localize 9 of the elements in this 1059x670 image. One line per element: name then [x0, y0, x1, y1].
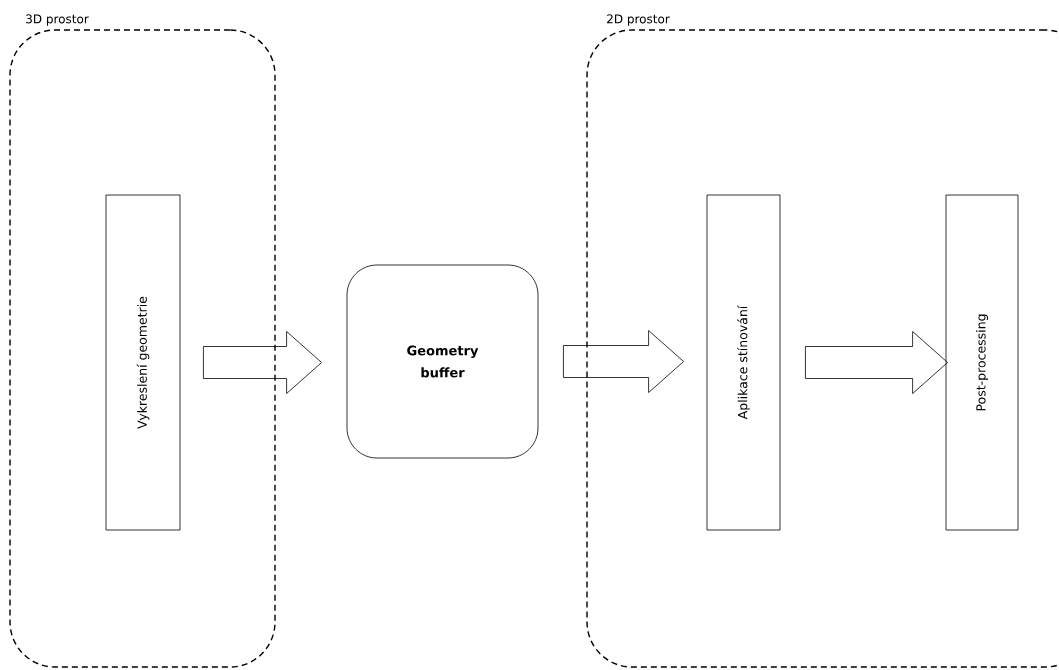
process-box: Geometry buffer [346, 264, 539, 459]
process-box: Vykreslení geometrie [105, 194, 181, 531]
process-box: Aplikace stínování [706, 194, 781, 531]
process-box: Post-processing [945, 194, 1019, 531]
region-heading: 2D prostor [607, 14, 670, 26]
block-arrow [563, 330, 684, 393]
block-arrow [805, 331, 948, 394]
block-arrow [203, 331, 322, 394]
region-heading: 3D prostor [26, 14, 89, 26]
